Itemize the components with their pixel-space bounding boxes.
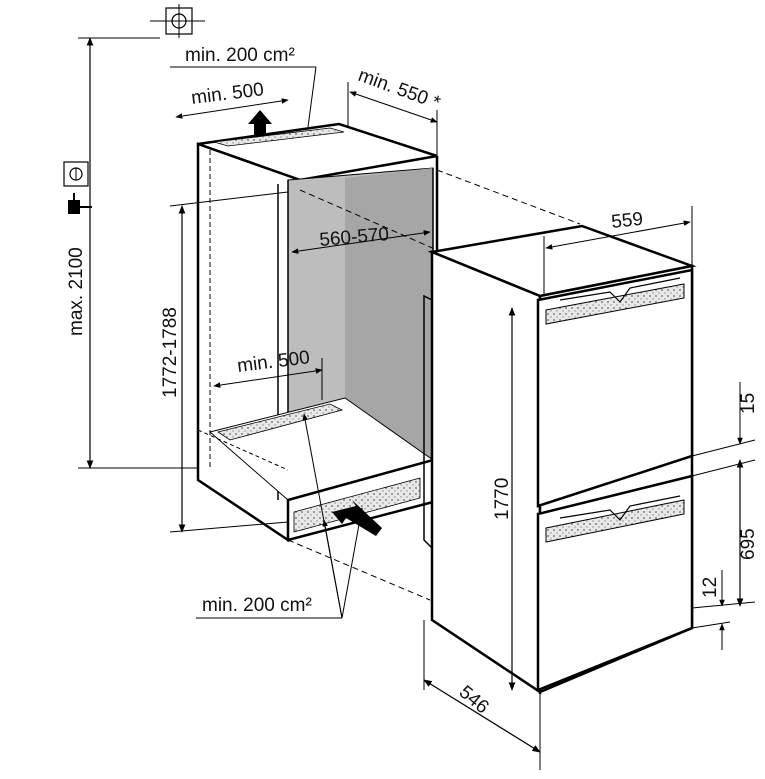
appliance-body <box>423 224 697 695</box>
crosshair-plug-icon <box>150 4 205 38</box>
depth-bottom-dimension <box>213 368 323 388</box>
socket-icon <box>63 161 89 187</box>
right-dimensions <box>691 382 756 650</box>
vent-top-slot <box>213 127 345 147</box>
dim-15-label: 15 <box>738 393 759 414</box>
min-550-label: min. 550 * <box>355 65 443 114</box>
min-550-dimension <box>349 91 438 123</box>
airflow-arrow-bottom <box>332 500 382 536</box>
appliance-width-label: 559 <box>610 209 644 233</box>
niche-height-label: 1772-1788 <box>160 307 181 398</box>
dim-695-label: 695 <box>738 528 759 560</box>
plug-icon <box>68 193 92 214</box>
niche-cabinet <box>196 122 439 543</box>
vent-bottom-label: min. 200 cm² <box>202 595 312 616</box>
appliance-depth-dimension <box>423 679 541 753</box>
vent-top-label: min. 200 cm² <box>185 45 295 66</box>
airflow-arrow-icon <box>248 110 272 136</box>
depth-top-label: min. 500 <box>190 79 265 109</box>
max-height-label: max. 2100 <box>66 247 87 336</box>
dim-12-label: 12 <box>700 577 721 598</box>
vent-floor-slot <box>217 403 344 441</box>
appliance-depth-label: 546 <box>455 682 493 718</box>
appliance-width-dimension <box>545 220 691 250</box>
niche-width-dimension <box>291 230 431 254</box>
appliance-height-label: 1770 <box>492 478 513 520</box>
depth-top-dimension <box>175 98 289 119</box>
